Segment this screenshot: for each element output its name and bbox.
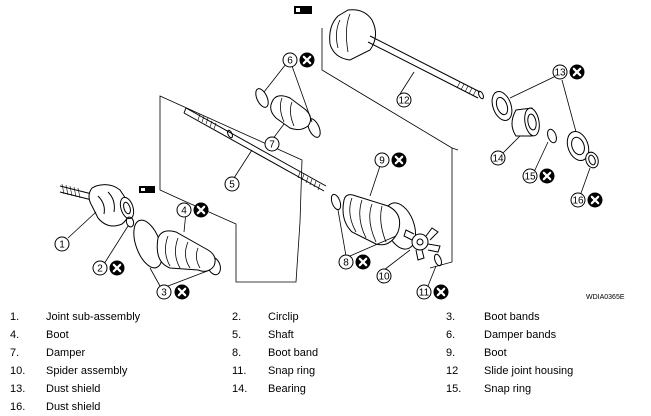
do-not-reuse-icon — [432, 283, 450, 300]
legend-number: 8. — [232, 347, 242, 359]
joint-sub-assembly — [59, 183, 135, 227]
legend-number: 7. — [10, 347, 20, 359]
legend-part-name: Snap ring — [484, 383, 532, 395]
legend-number: 2. — [232, 311, 242, 323]
callout-number: 3 — [161, 288, 167, 299]
dust-shield-outer — [491, 91, 513, 121]
legend-number: 10. — [10, 365, 26, 377]
callout-number: 11 — [419, 288, 430, 299]
legend-part-name: Joint sub-assembly — [46, 311, 141, 323]
callout-number: 1 — [59, 240, 65, 251]
callout-10: 10 — [376, 268, 392, 284]
legend-part-name: Spider assembly — [46, 365, 128, 377]
bearing — [511, 107, 540, 137]
callout-number: 13 — [554, 68, 566, 79]
legend-number: 12 — [446, 365, 459, 377]
do-not-reuse-icon — [192, 201, 210, 219]
damper-band-left — [255, 88, 269, 108]
boot-outer — [156, 230, 216, 272]
legend-part-name: Dust shield — [46, 401, 101, 413]
callout-number: 15 — [524, 172, 536, 183]
fitting-symbol-1 — [139, 186, 155, 193]
callout-8: 8 — [338, 253, 372, 271]
do-not-reuse-icon — [390, 151, 408, 169]
legend-part-name: Snap ring — [268, 365, 316, 377]
callout-number: 12 — [398, 96, 410, 107]
legend-number: 14. — [232, 383, 248, 395]
callout-1: 1 — [54, 236, 70, 252]
legend-part-name: Circlip — [268, 311, 299, 323]
legend-part-name: Boot — [484, 347, 507, 359]
do-not-reuse-icon — [354, 253, 372, 271]
legend-part-name: Shaft — [268, 329, 294, 341]
boot-inner — [342, 194, 401, 246]
callout-14: 14 — [490, 150, 506, 166]
legend-part-name: Dust shield — [46, 383, 101, 395]
legend-number: 13. — [10, 383, 26, 395]
callout-5: 5 — [224, 176, 240, 192]
legend-number: 16. — [10, 401, 26, 413]
legend-part-name: Boot — [46, 329, 69, 341]
callout-3: 3 — [156, 283, 191, 300]
legend-number: 6. — [446, 329, 456, 341]
spider-assembly — [403, 227, 441, 261]
legend-number: 3. — [446, 311, 456, 323]
legend-number: 5. — [232, 329, 242, 341]
do-not-reuse-icon — [586, 191, 604, 209]
do-not-reuse-icon — [538, 167, 556, 185]
legend-part-name: Boot band — [268, 347, 319, 359]
snap-ring-inner — [434, 253, 442, 267]
do-not-reuse-icon — [568, 63, 586, 81]
figure-code: WDIA0365E — [586, 294, 625, 301]
do-not-reuse-icon — [298, 51, 316, 69]
callout-11: 11 — [416, 283, 450, 300]
legend-number: 15. — [446, 383, 462, 395]
callout-13: 13 — [552, 63, 586, 81]
callout-16: 16 — [570, 191, 604, 209]
callout-number: 10 — [378, 272, 390, 283]
dust-shield-end — [585, 151, 599, 169]
shaft — [183, 107, 327, 192]
boot-band-small-inner — [330, 193, 342, 211]
do-not-reuse-icon — [173, 283, 191, 300]
legend-part-name: Damper bands — [484, 329, 557, 341]
callout-number: 6 — [287, 56, 293, 67]
callout-number: 8 — [343, 258, 349, 269]
leader-lines — [67, 63, 591, 287]
callout-number: 7 — [269, 140, 275, 151]
callout-number: 14 — [492, 154, 504, 165]
callout-number: 5 — [229, 180, 235, 191]
circlip — [125, 216, 135, 228]
callout-number: 2 — [97, 264, 103, 275]
legend-number: 9. — [446, 347, 456, 359]
legend-part-name: Bearing — [268, 383, 306, 395]
callout-6: 6 — [282, 51, 316, 69]
legend-number: 11. — [232, 365, 247, 377]
panel-shaft — [159, 95, 303, 283]
legend-number: 1. — [10, 311, 20, 323]
callout-9: 9 — [374, 151, 408, 169]
callout-number: 4 — [181, 206, 187, 217]
callout-2: 2 — [92, 259, 126, 277]
callout-number: 9 — [379, 156, 385, 167]
legend-part-name: Boot bands — [484, 311, 540, 323]
legend-number: 4. — [10, 329, 20, 341]
legend-part-name: Slide joint housing — [484, 365, 574, 377]
callout-number: 16 — [572, 196, 584, 207]
callout-12: 12 — [396, 92, 412, 108]
panel-housing — [321, 28, 459, 269]
do-not-reuse-icon — [108, 259, 126, 277]
callout-15: 15 — [522, 167, 556, 185]
dust-shield-mid — [566, 130, 590, 162]
fitting-symbol-2 — [294, 6, 312, 14]
callout-4: 4 — [176, 201, 210, 219]
legend-part-name: Damper — [46, 347, 86, 359]
snap-ring-outer — [547, 128, 557, 144]
slide-joint-housing — [329, 9, 484, 100]
callout-7: 7 — [264, 136, 280, 152]
damper — [270, 95, 312, 131]
